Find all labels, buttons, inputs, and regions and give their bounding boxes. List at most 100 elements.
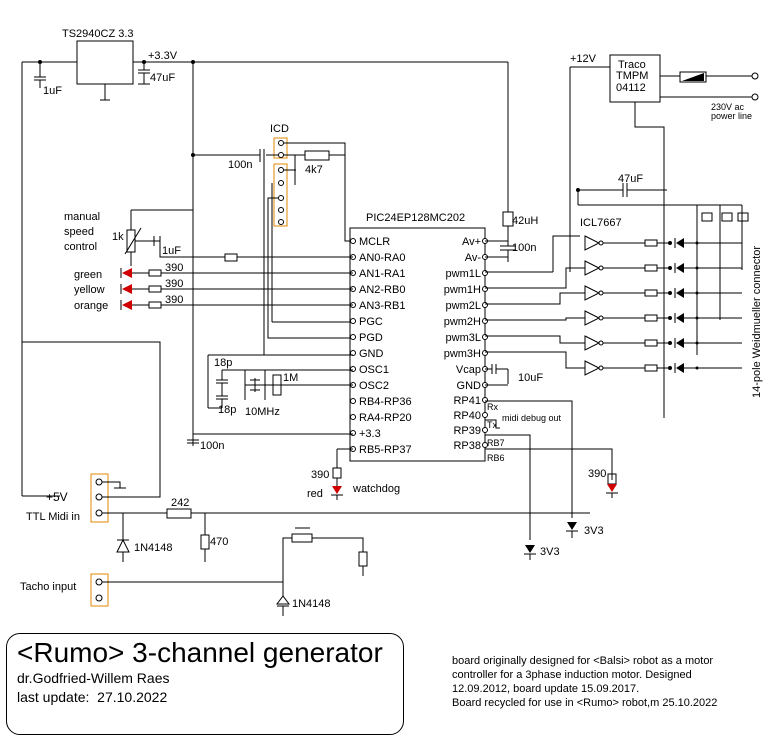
mcu-right-pin bbox=[482, 334, 488, 340]
speed-potentiometer bbox=[124, 209, 225, 266]
driver-buffer bbox=[584, 260, 601, 276]
r-midi-pd-label: 470 bbox=[210, 536, 228, 548]
driver-buffer bbox=[584, 235, 601, 251]
wd-r-label: 390 bbox=[311, 469, 329, 481]
mcu-left-pin bbox=[350, 430, 356, 436]
midi-in-label: TTL Midi in bbox=[26, 511, 80, 523]
mcu-left-pin-label: AN3-RB1 bbox=[359, 300, 405, 312]
led-orange-label: orange bbox=[74, 300, 108, 312]
pot-label-3: control bbox=[64, 241, 97, 253]
connector-label: 14-pole Weidmueller connector bbox=[751, 246, 763, 398]
mcu-left-pin-label: AN2-RB0 bbox=[359, 284, 405, 296]
flyback-diode bbox=[676, 338, 684, 348]
mcu-right-pin-label: RP39 bbox=[453, 425, 481, 437]
mcu-right-pin-label: pwm3L bbox=[446, 332, 481, 344]
mcu-name: PIC24EP128MC202 bbox=[366, 212, 465, 224]
microcontroller: PIC24EP128MC202 MCLRAN0-RA0AN1-RA1AN2-RB… bbox=[349, 212, 488, 462]
mcu-right-pin bbox=[482, 302, 488, 308]
midi-connector bbox=[95, 478, 103, 517]
r-midi-label: 242 bbox=[171, 497, 189, 509]
mcu-right-pin-label: pwm1H bbox=[444, 284, 481, 296]
flyback-diode bbox=[676, 238, 684, 248]
mcu-right-pin bbox=[482, 286, 488, 292]
power-supply: Traco TMPM 04112 +12V 230V ac power line bbox=[570, 53, 752, 121]
cap-bulk-label: 47uF bbox=[618, 173, 643, 185]
led-green-label: green bbox=[74, 269, 102, 281]
last-update-label: last update: bbox=[17, 689, 90, 705]
traco-line3: 04112 bbox=[616, 82, 646, 94]
last-update-date: 27.10.2022 bbox=[97, 689, 168, 705]
supply-12v: +12V bbox=[570, 53, 597, 65]
zener1-label: 3V3 bbox=[584, 525, 604, 537]
gate-resistor bbox=[644, 239, 658, 247]
pot-value: 1k bbox=[112, 231, 124, 243]
mcu-left-pin-label: MCLR bbox=[359, 236, 390, 248]
mcu-right-pin bbox=[482, 442, 488, 448]
mcu-right-pin bbox=[482, 427, 488, 433]
mcu-left-pin-label: +3.3 bbox=[359, 428, 381, 440]
tx-label: Tx bbox=[487, 420, 497, 430]
led-r-label-2: 390 bbox=[165, 278, 183, 290]
midi-debug-label: midi debug out bbox=[502, 413, 562, 423]
mcu-left-pin bbox=[350, 334, 356, 340]
last-update: last update: 27.10.2022 bbox=[17, 689, 167, 705]
v5-label: +5V bbox=[46, 490, 68, 504]
mcu-right-pin-label: Av+ bbox=[462, 236, 481, 248]
note-line: Board recycled for use in <Rumo> robot,m… bbox=[452, 697, 718, 709]
mcu-left-pin-label: PGC bbox=[359, 316, 383, 328]
cap-vcap-label: 10uF bbox=[518, 372, 543, 384]
mcu-right-pin-label: Av- bbox=[465, 252, 482, 264]
wd-led-label: red bbox=[307, 488, 323, 500]
icd-label: ICD bbox=[270, 123, 289, 135]
mcu-left-pin-label: RB4-RP36 bbox=[359, 396, 412, 408]
diode2-label: 1N4148 bbox=[292, 598, 331, 610]
decoup-label: 100n bbox=[200, 440, 224, 452]
clamp-diodes bbox=[701, 212, 749, 222]
gate-resistor bbox=[644, 364, 658, 372]
rb6-label: RB6 bbox=[487, 453, 505, 463]
rb7-label: RB7 bbox=[487, 438, 505, 448]
flyback-diode bbox=[676, 288, 684, 298]
regulator-name: TS2940CZ 3.3 bbox=[62, 28, 134, 40]
mcu-left-pin-label: AN0-RA0 bbox=[359, 252, 405, 264]
gate-resistor bbox=[644, 289, 658, 297]
status-leds bbox=[120, 268, 132, 310]
mcu-left-pin-label: OSC1 bbox=[359, 364, 389, 376]
traco-line1: Traco bbox=[618, 59, 646, 71]
driver-label: ICL7667 bbox=[580, 217, 622, 229]
mcu-right-pin bbox=[482, 412, 488, 418]
diode-label: 1N4148 bbox=[134, 542, 173, 554]
note-line: controller for a 3phase induction motor.… bbox=[452, 669, 692, 681]
note-line: 12.09.2012, board update 15.09.2017. bbox=[452, 683, 640, 695]
rb6-r-label: 390 bbox=[588, 468, 606, 480]
flyback-diode bbox=[676, 263, 684, 273]
flyback-diode bbox=[676, 313, 684, 323]
mcu-left-pin bbox=[350, 318, 356, 324]
author: dr.Godfried-Willem Raes bbox=[17, 670, 170, 686]
mcu-left-pin-label: PGD bbox=[359, 332, 383, 344]
regulator-out-label: +3.3V bbox=[148, 50, 178, 62]
cap-av-label: 100n bbox=[512, 242, 536, 254]
ac-line1: 230V ac bbox=[711, 102, 745, 112]
traco-line2: TMPM bbox=[616, 70, 648, 82]
mcu-right-pin-label: GND bbox=[457, 380, 482, 392]
driver-buffer bbox=[584, 310, 601, 326]
mcu-right-pin-label: pwm3H bbox=[444, 348, 481, 360]
led-yellow-label: yellow bbox=[74, 284, 105, 296]
mcu-left-pin bbox=[350, 414, 356, 420]
gate-resistor bbox=[644, 314, 658, 322]
xtal-r: 1M bbox=[283, 372, 298, 384]
inductor-label: 42uH bbox=[512, 215, 538, 227]
mcu-right-pin-label: RP38 bbox=[453, 440, 481, 452]
zener2-label: 3V3 bbox=[540, 546, 560, 558]
note-line: board originally designed for <Balsi> ro… bbox=[452, 655, 714, 667]
voltage-regulator: TS2940CZ 3.3 +3.3V 1uF 47uF bbox=[43, 28, 178, 97]
mcu-right-pin-label: pwm1L bbox=[446, 268, 481, 280]
xtal-c2: 18p bbox=[218, 404, 236, 416]
tacho-connector bbox=[95, 578, 103, 602]
mcu-left-pin-label: OSC2 bbox=[359, 380, 389, 392]
mcu-right-pin bbox=[482, 270, 488, 276]
schematic-title: <Rumo> 3-channel generator bbox=[17, 637, 383, 668]
driver-buffer bbox=[584, 285, 601, 301]
